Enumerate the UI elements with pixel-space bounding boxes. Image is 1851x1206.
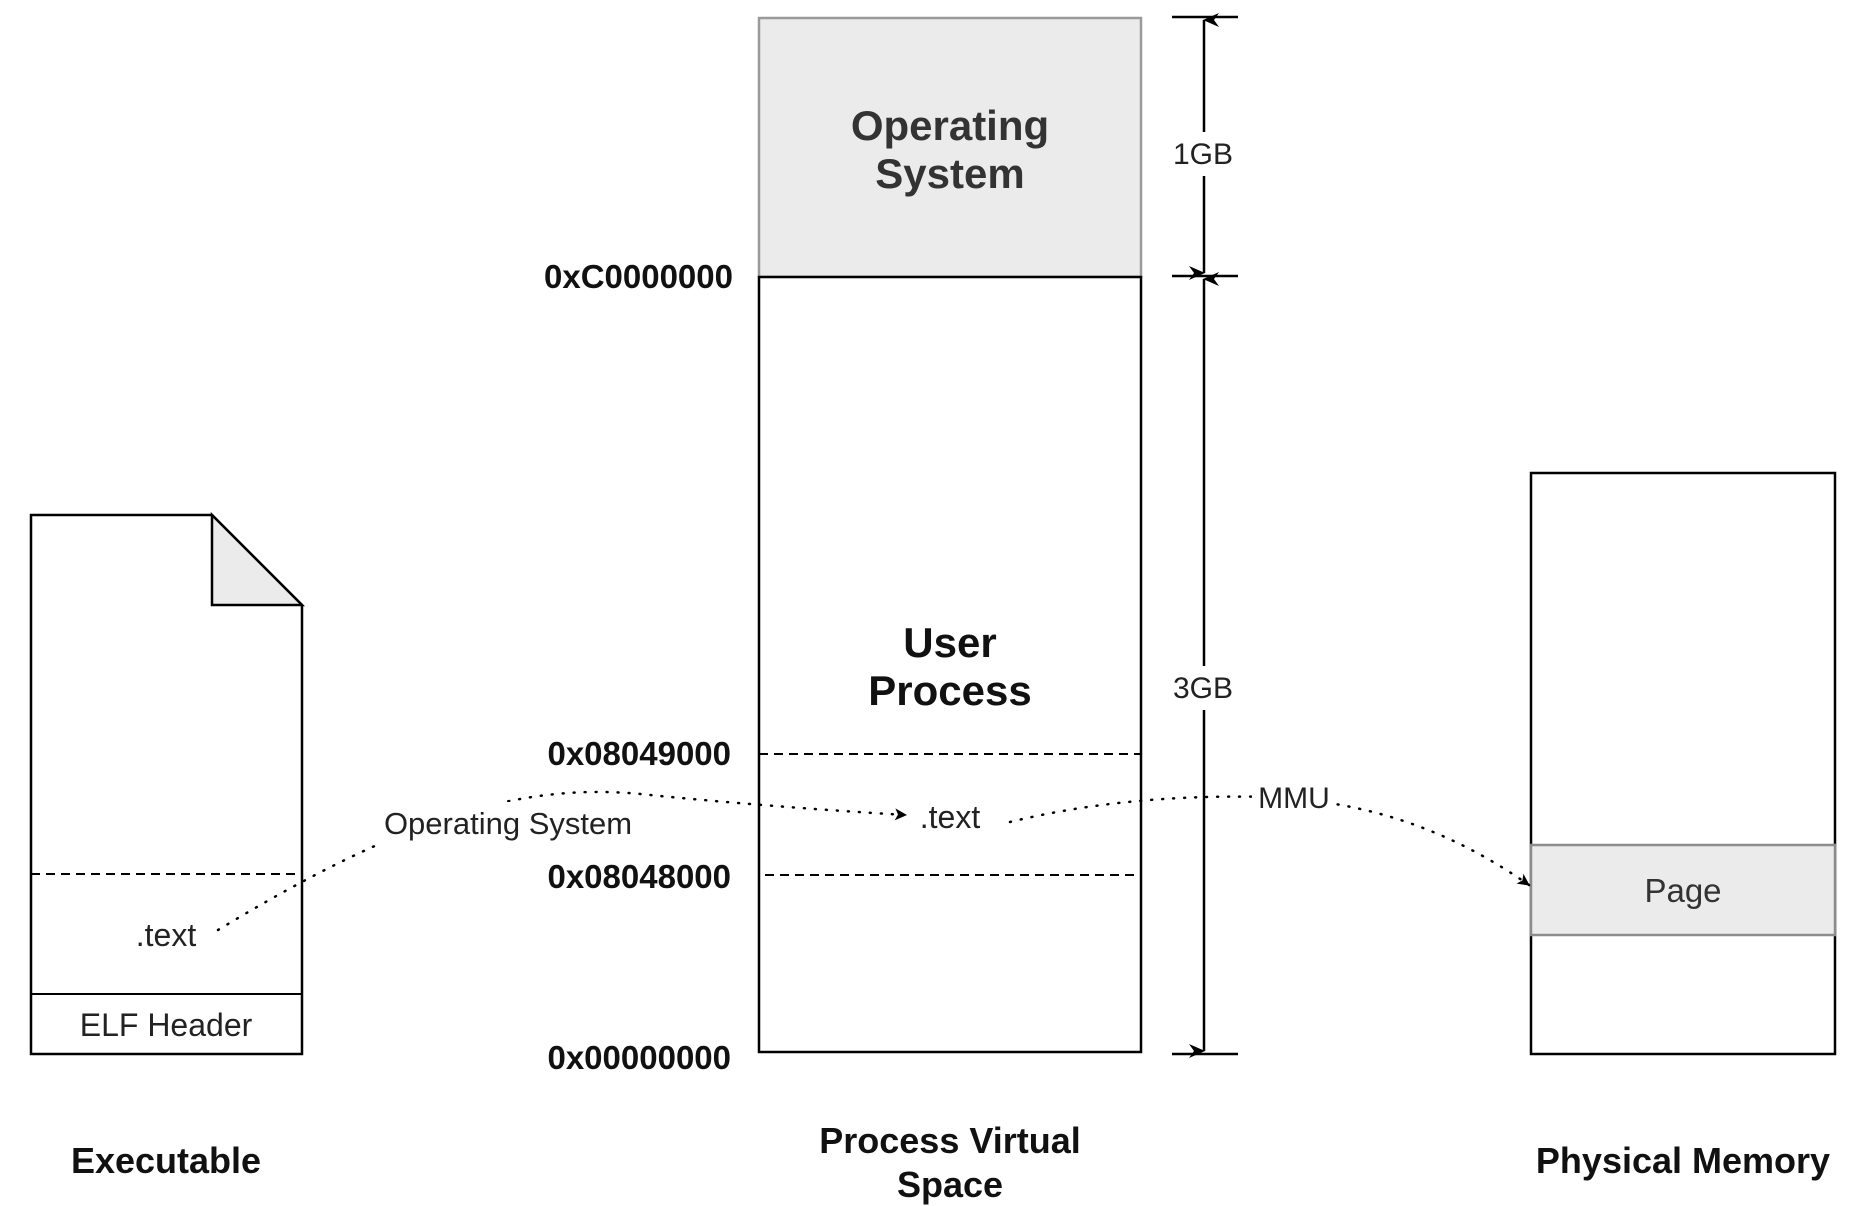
os-region-label-line2: System	[875, 150, 1024, 197]
user-region-label-line2: Process	[868, 667, 1031, 714]
physical-memory-caption: Physical Memory	[1536, 1140, 1830, 1181]
elf-header-section	[30, 993, 303, 1055]
virtual-text-section	[758, 753, 1142, 876]
address-text-end: 0x08049000	[547, 735, 731, 772]
mmu-arrow	[1008, 795, 1531, 887]
executable-file: .text ELF Header Executable	[29, 511, 306, 1181]
virtual-text-label: .text	[920, 799, 981, 835]
executable-caption: Executable	[71, 1140, 261, 1181]
os-size-label: 1GB	[1173, 138, 1233, 171]
address-kernel-start: 0xC0000000	[544, 258, 733, 295]
mmu-arrow-label: MMU	[1258, 782, 1330, 815]
executable-text-label: .text	[136, 917, 197, 953]
virtual-space-caption-line2: Space	[897, 1164, 1003, 1205]
physical-memory: Page Physical Memory	[1529, 471, 1837, 1181]
user-size-label: 3GB	[1173, 672, 1233, 705]
user-region-label-line1: User	[903, 619, 996, 666]
physical-memory-block	[1529, 471, 1837, 1056]
size-dimensions: 1GB 3GB	[1168, 12, 1240, 1058]
os-region	[757, 16, 1143, 279]
page-label: Page	[1644, 872, 1721, 909]
os-region-label-line1: Operating	[851, 102, 1049, 149]
elf-header-label: ELF Header	[80, 1007, 253, 1043]
mapping-arrows: Operating System MMU	[216, 780, 1531, 932]
page-frame	[1529, 843, 1837, 937]
address-zero: 0x00000000	[547, 1039, 731, 1076]
loader-arrow-label: Operating System	[384, 806, 632, 841]
address-text-start: 0x08048000	[547, 858, 731, 895]
user-region	[757, 275, 1143, 1054]
virtual-space-caption-line1: Process Virtual	[819, 1120, 1080, 1161]
process-virtual-space: Operating System User Process .text 0xC0…	[544, 16, 1143, 1205]
file-fold-corner	[210, 511, 306, 607]
